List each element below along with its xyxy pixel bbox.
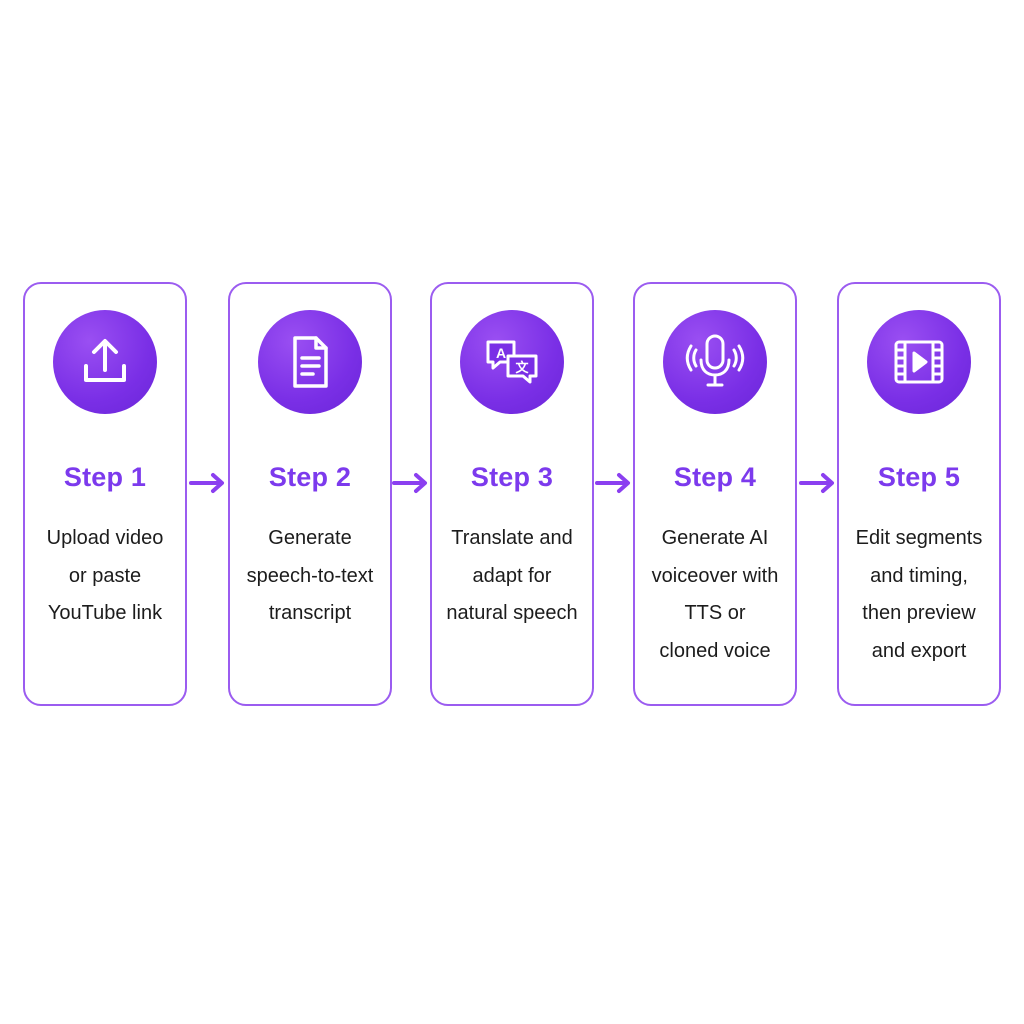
step-1-line: or paste	[68, 564, 142, 587]
arrow-right-icon	[799, 473, 834, 493]
step-3-line: natural speech	[446, 602, 578, 624]
arrow-right-icon	[392, 473, 427, 493]
step-1-line: YouTube link	[47, 602, 163, 624]
step-3-icon-badge: A 文	[460, 310, 564, 414]
translate-glyph-b: 文	[515, 360, 529, 376]
step-3-line: Translate and	[451, 527, 573, 549]
step-card-3: A 文 Step 3 Translate and adapt for natur…	[430, 282, 594, 706]
arrow-right-icon	[189, 473, 224, 493]
step-3-line: adapt for	[472, 564, 552, 587]
upload-icon	[84, 339, 126, 382]
step-5-line: Edit segments	[855, 527, 983, 549]
step-2-line: Generate	[268, 527, 352, 549]
step-1-description: Upload video or paste YouTube link	[29, 520, 181, 633]
step-2-line: speech-to-text	[246, 564, 374, 587]
step-1-title: Step 1	[63, 462, 147, 492]
video-film-icon	[894, 340, 944, 384]
step-4-line: TTS or	[684, 602, 746, 624]
step-4-icon-badge	[663, 310, 767, 414]
flow-arrow-1	[188, 472, 226, 494]
step-5-line: and export	[871, 639, 967, 662]
microphone-icon	[685, 334, 745, 387]
arrow-right-icon	[595, 473, 630, 493]
step-4-line: cloned voice	[659, 639, 771, 662]
step-5-title: Step 5	[877, 462, 961, 492]
step-card-2: Step 2 Generate speech-to-text transcrip…	[228, 282, 392, 706]
flow-arrow-2	[391, 472, 429, 494]
step-4-line: voiceover with	[651, 564, 779, 587]
step-1-icon-badge	[53, 310, 157, 414]
step-5-icon-badge	[867, 310, 971, 414]
step-card-1: Step 1 Upload video or paste YouTube lin…	[23, 282, 187, 706]
step-5-line: then preview	[862, 602, 976, 624]
step-2-description: Generate speech-to-text transcript	[234, 520, 386, 633]
step-4-description: Generate AI voiceover with TTS or cloned…	[639, 520, 791, 670]
document-icon	[293, 336, 328, 388]
step-4-line: Generate AI	[661, 527, 769, 549]
translate-glyph-a: A	[496, 345, 506, 361]
step-2-title: Step 2	[268, 462, 352, 492]
flow-arrow-3	[594, 472, 632, 494]
step-2-icon-badge	[258, 310, 362, 414]
step-3-title: Step 3	[470, 462, 554, 492]
step-4-title: Step 4	[673, 462, 757, 492]
step-5-line: and timing,	[870, 564, 968, 587]
flow-arrow-4	[798, 472, 836, 494]
step-5-description: Edit segments and timing, then preview a…	[843, 520, 995, 670]
step-3-description: Translate and adapt for natural speech	[436, 520, 588, 633]
step-1-line: Upload video	[46, 527, 164, 549]
step-2-line: transcript	[268, 602, 352, 624]
translate-icon: A 文	[486, 340, 538, 384]
step-card-5: Step 5 Edit segments and timing, then pr…	[837, 282, 1001, 706]
step-card-4: Step 4 Generate AI voiceover with TTS or…	[633, 282, 797, 706]
